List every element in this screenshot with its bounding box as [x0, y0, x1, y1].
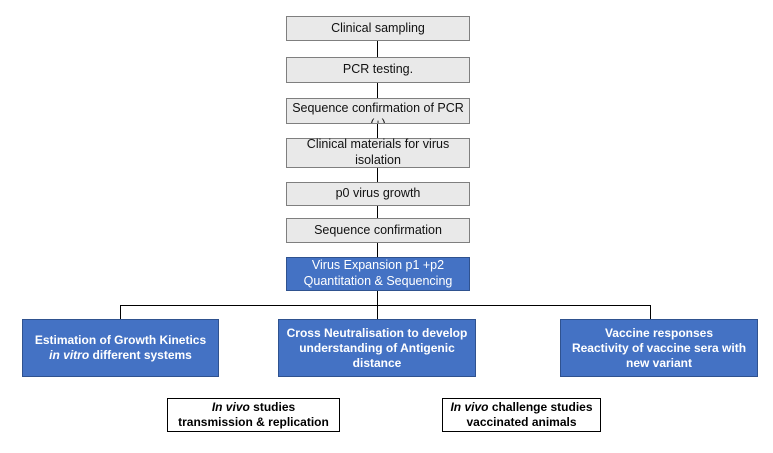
expansion-line-1: Virus Expansion p1 +p2 [311, 258, 445, 273]
vaccine-line-1: Vaccine responses [604, 325, 714, 340]
step-label: Clinical materials for virus isolation [306, 137, 450, 167]
step-label: PCR testing. [342, 62, 414, 77]
branch-drop-right [650, 305, 651, 319]
growth-italic: in vitro [49, 348, 90, 362]
virus-expansion-box: Virus Expansion p1 +p2 Quantitation & Se… [286, 257, 470, 291]
challenge-line-1: In vivo challenge studies [450, 400, 592, 415]
connector-line [377, 291, 378, 305]
vaccine-line-2: Reactivity of vaccine sera with [571, 340, 747, 355]
growth-line-1: Estimation of Growth Kinetics [34, 333, 207, 347]
step-label: Sequence confirmation of PCR (+) [292, 101, 464, 124]
horizontal-branch-line [120, 305, 650, 306]
connector-line [377, 206, 378, 218]
vaccine-line-3: new variant [625, 355, 693, 370]
vaccine-responses-box: Vaccine responses Reactivity of vaccine … [560, 319, 758, 377]
branch-drop-center [377, 305, 378, 319]
invivo-rest: studies [249, 400, 296, 414]
challenge-studies-box: In vivo challenge studies vaccinated ani… [442, 398, 601, 432]
cross-neutralisation-box: Cross Neutralisation to develop understa… [278, 319, 476, 377]
growth-rest: different systems [89, 348, 192, 362]
branch-drop-left [120, 305, 121, 319]
step-label: Sequence confirmation [314, 222, 442, 237]
step-sequence-confirmation: Sequence confirmation [286, 218, 470, 243]
expansion-line-2: Quantitation & Sequencing [303, 274, 453, 288]
step-clinical-sampling: Clinical sampling [286, 16, 470, 41]
step-label: Clinical sampling [331, 20, 425, 35]
connector-line [377, 168, 378, 182]
step-p0-virus-growth: p0 virus growth [286, 182, 470, 206]
step-sequence-confirmation-pcr: Sequence confirmation of PCR (+) [286, 98, 470, 124]
neutral-line-1: Cross Neutralisation to develop [286, 325, 468, 340]
connector-line [377, 41, 378, 57]
connector-line [377, 124, 378, 138]
in-vivo-studies-box: In vivo studies transmission & replicati… [167, 398, 340, 432]
growth-kinetics-box: Estimation of Growth Kinetics in vitro d… [22, 319, 219, 377]
invivo-italic: In vivo [211, 400, 250, 414]
neutral-line-2: understanding of Antigenic [299, 340, 455, 355]
challenge-rest: challenge studies [488, 400, 593, 414]
step-label: p0 virus growth [335, 186, 421, 201]
step-clinical-materials: Clinical materials for virus isolation [286, 137, 470, 168]
challenge-line-2: vaccinated animals [466, 415, 577, 429]
invivo-line-1: In vivo studies [212, 400, 295, 415]
invivo-line-2: transmission & replication [178, 415, 329, 429]
neutral-line-3: distance [352, 355, 402, 370]
step-pcr-testing: PCR testing. [286, 57, 470, 83]
connector-line [377, 83, 378, 98]
growth-line-2: in vitro different systems [49, 348, 192, 363]
challenge-italic: In vivo [450, 400, 489, 414]
connector-line [377, 243, 378, 257]
